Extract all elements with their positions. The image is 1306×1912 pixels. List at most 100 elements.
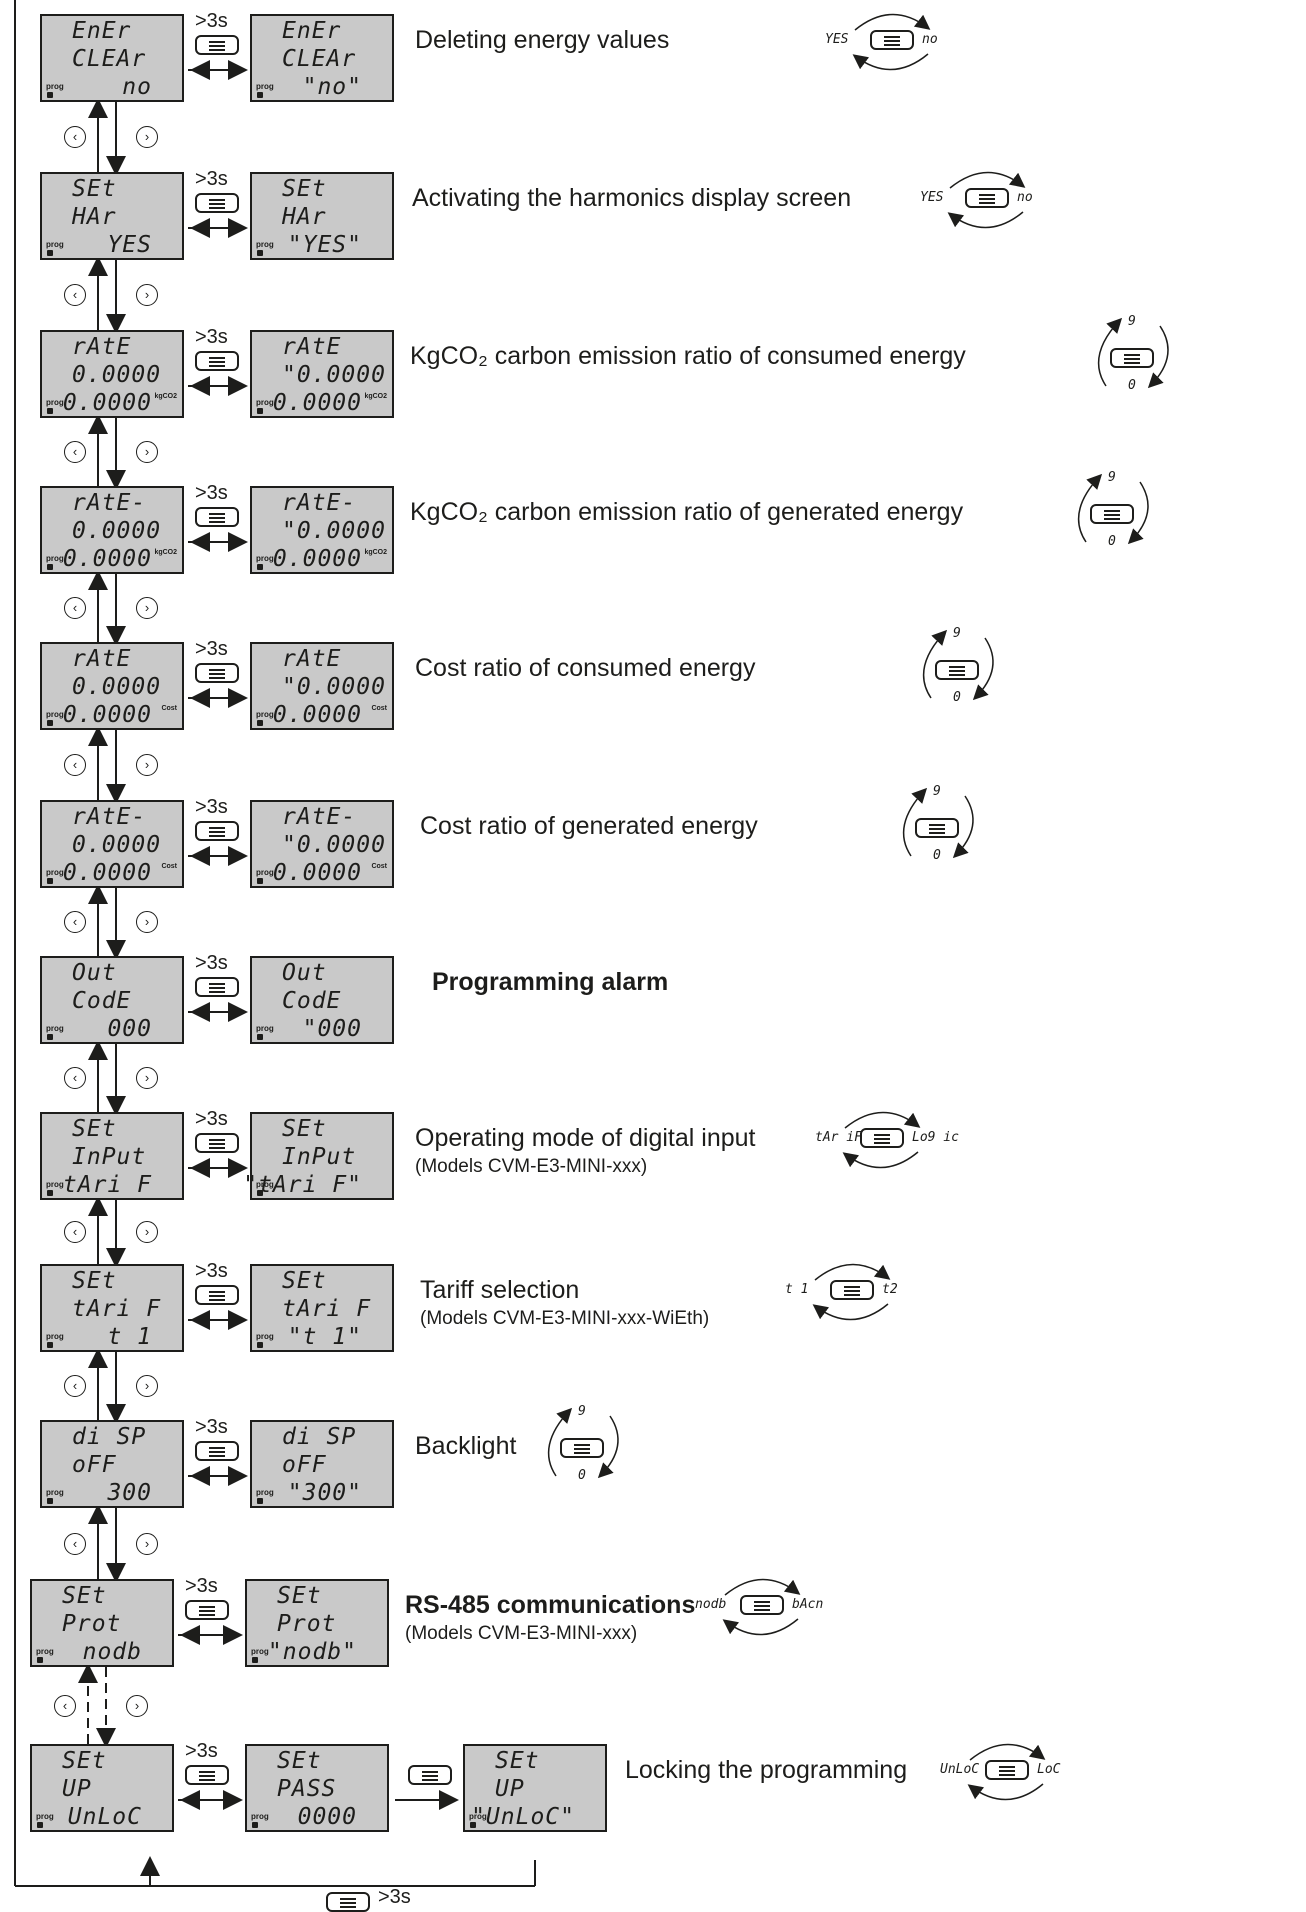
menu-button[interactable] bbox=[935, 660, 979, 680]
menu-button[interactable] bbox=[195, 35, 239, 55]
lcd-line-1: SEt bbox=[282, 176, 327, 202]
lcd-line-3: 0.0000 bbox=[62, 546, 152, 572]
prog-indicator: prog bbox=[46, 710, 64, 719]
prog-indicator: prog bbox=[46, 1332, 64, 1341]
lcd-line-2: CodE bbox=[282, 988, 342, 1014]
prog-indicator: prog bbox=[256, 710, 274, 719]
menu-button[interactable] bbox=[830, 1280, 874, 1300]
left-button[interactable]: ‹ bbox=[64, 1375, 86, 1397]
lock-icon bbox=[47, 564, 53, 570]
menu-button[interactable] bbox=[195, 351, 239, 371]
menu-button[interactable] bbox=[195, 193, 239, 213]
lock-icon bbox=[47, 878, 53, 884]
digit-cycle bbox=[922, 629, 948, 699]
hold-3s-label: >3s bbox=[195, 1108, 228, 1130]
lcd-line-3: "UnLoC" bbox=[471, 1804, 575, 1830]
menu-button[interactable] bbox=[195, 1133, 239, 1153]
menu-button[interactable] bbox=[1090, 504, 1134, 524]
digit-cycle bbox=[1147, 325, 1169, 389]
menu-button[interactable] bbox=[965, 188, 1009, 208]
lcd-line-2: CLEAr bbox=[72, 46, 147, 72]
menu-button[interactable] bbox=[740, 1595, 784, 1615]
lcd-line-1: rAtE- bbox=[72, 490, 147, 516]
model-note: (Models CVM-E3-MINI-xxx) bbox=[405, 1623, 638, 1644]
lcd-line-1: EnEr bbox=[282, 18, 342, 44]
menu-button[interactable] bbox=[195, 977, 239, 997]
menu-button[interactable] bbox=[408, 1765, 452, 1785]
lock-icon bbox=[257, 250, 263, 256]
menu-button[interactable] bbox=[195, 1285, 239, 1305]
lock-icon bbox=[47, 720, 53, 726]
menu-button[interactable] bbox=[195, 507, 239, 527]
prog-indicator: prog bbox=[256, 868, 274, 877]
menu-button[interactable] bbox=[560, 1438, 604, 1458]
step-description: Activating the harmonics display screen bbox=[412, 184, 852, 212]
lock-icon bbox=[257, 408, 263, 414]
unit-label: Cost bbox=[161, 705, 177, 712]
lock-icon bbox=[470, 1822, 476, 1828]
menu-button[interactable] bbox=[195, 1441, 239, 1461]
prog-indicator: prog bbox=[256, 1488, 274, 1497]
menu-button[interactable] bbox=[915, 818, 959, 838]
menu-button[interactable] bbox=[326, 1892, 370, 1912]
left-button[interactable]: ‹ bbox=[64, 284, 86, 306]
right-button[interactable]: › bbox=[136, 911, 158, 933]
menu-button[interactable] bbox=[985, 1760, 1029, 1780]
lock-icon bbox=[257, 92, 263, 98]
prog-indicator: prog bbox=[46, 240, 64, 249]
left-button[interactable]: ‹ bbox=[64, 911, 86, 933]
prog-indicator: prog bbox=[46, 82, 64, 91]
menu-button[interactable] bbox=[185, 1600, 229, 1620]
left-button[interactable]: ‹ bbox=[64, 754, 86, 776]
lcd-line-1: SEt bbox=[282, 1268, 327, 1294]
prog-indicator: prog bbox=[36, 1647, 54, 1656]
right-button[interactable]: › bbox=[136, 597, 158, 619]
lcd-line-3: "300" bbox=[287, 1480, 362, 1506]
cycle-arrow bbox=[724, 1578, 801, 1596]
lock-icon bbox=[47, 1498, 53, 1504]
option-value: nodb bbox=[695, 1597, 727, 1612]
right-button[interactable]: › bbox=[136, 441, 158, 463]
right-button[interactable]: › bbox=[136, 126, 158, 148]
prog-indicator: prog bbox=[46, 1180, 64, 1189]
option-value: no bbox=[1017, 190, 1033, 205]
hold-3s-label: >3s bbox=[195, 952, 228, 974]
lcd-line-3: tAri F bbox=[62, 1172, 152, 1198]
menu-button[interactable] bbox=[860, 1128, 904, 1148]
menu-button[interactable] bbox=[185, 1765, 229, 1785]
left-button[interactable]: ‹ bbox=[64, 441, 86, 463]
menu-button[interactable] bbox=[195, 821, 239, 841]
lcd-line-2: Prot bbox=[277, 1611, 337, 1637]
lcd-line-1: di SP bbox=[282, 1424, 357, 1450]
right-button[interactable]: › bbox=[136, 754, 158, 776]
step-description: Cost ratio of consumed energy bbox=[415, 654, 756, 682]
menu-button[interactable] bbox=[195, 663, 239, 683]
lcd-line-1: rAtE bbox=[282, 334, 342, 360]
lock-icon bbox=[47, 250, 53, 256]
lock-icon bbox=[37, 1822, 43, 1828]
left-button[interactable]: ‹ bbox=[64, 126, 86, 148]
left-button[interactable]: ‹ bbox=[64, 1532, 86, 1555]
right-button[interactable]: › bbox=[136, 284, 158, 306]
lcd-line-3: YES bbox=[107, 232, 152, 258]
right-button[interactable]: › bbox=[136, 1532, 158, 1555]
picker-top: 9 bbox=[578, 1404, 586, 1419]
lcd-line-3: "YES" bbox=[287, 232, 362, 258]
right-button[interactable]: › bbox=[136, 1221, 158, 1243]
picker-top: 9 bbox=[933, 784, 941, 799]
right-button[interactable]: › bbox=[136, 1067, 158, 1089]
right-button[interactable]: › bbox=[136, 1375, 158, 1397]
left-button[interactable]: ‹ bbox=[64, 1067, 86, 1089]
right-button[interactable]: › bbox=[126, 1694, 148, 1717]
left-button[interactable]: ‹ bbox=[54, 1694, 76, 1717]
lcd-line-3: 000 bbox=[107, 1016, 152, 1042]
left-button[interactable]: ‹ bbox=[64, 1221, 86, 1243]
left-button[interactable]: ‹ bbox=[64, 597, 86, 619]
menu-button[interactable] bbox=[870, 30, 914, 50]
lcd-line-3: "no" bbox=[302, 74, 362, 100]
menu-button[interactable] bbox=[1110, 348, 1154, 368]
lcd-line-2: "0.0000 bbox=[282, 832, 386, 858]
